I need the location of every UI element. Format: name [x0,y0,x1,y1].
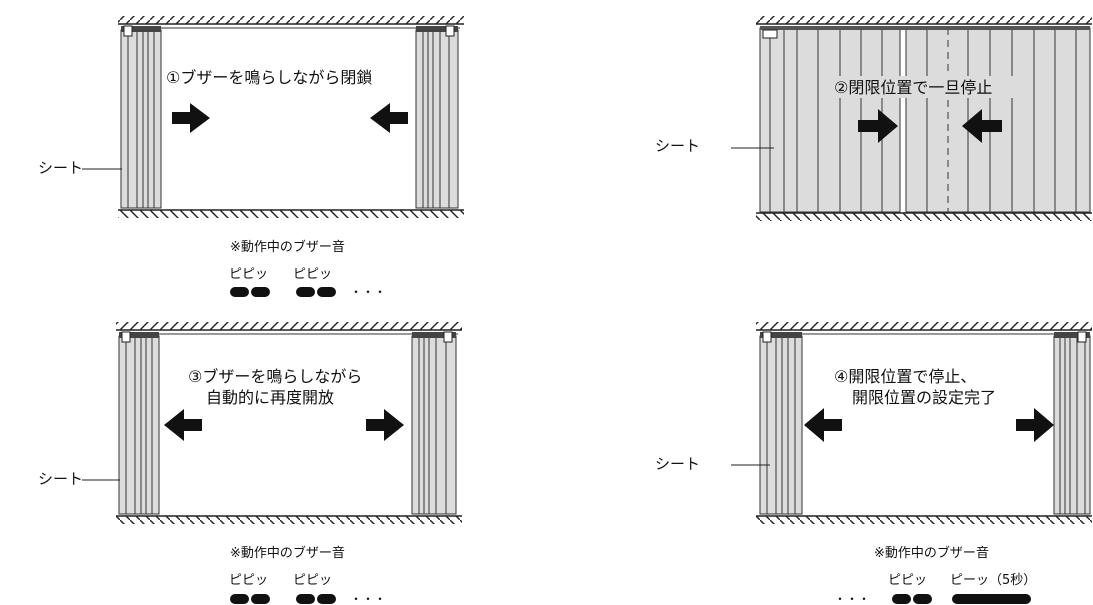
buzzer-pattern: ※動作中のブザー音 ピピッ ピーッ（5秒） ・・・ [834,545,1036,605]
arrow-left-icon [370,103,408,133]
beep-short [913,594,932,604]
arrow-left-icon [804,408,842,442]
right-sheet-stack [1053,331,1091,515]
beep-short [892,594,911,604]
left-sheet-stack [759,331,803,515]
step-text: 開限位置の設定完了 [852,388,996,407]
floor-hatch [116,516,462,524]
floor-hatch [756,213,1092,221]
buzzer-label: ピピッ [229,267,268,282]
text-backdrop [832,76,1028,98]
beep-short [317,594,336,604]
beep-short [296,287,315,297]
sheet-label: シート [38,159,83,177]
ceiling-hatch [116,322,462,330]
sheet-label: シート [655,455,700,473]
step-text: ④開限位置で停止、 [834,367,976,386]
buzzer-label: ピピッ [293,573,332,588]
buzzer-pattern: ※動作中のブザー音 ピピッ ピピッ ・・・ [229,239,386,299]
panel-step-2: ②閉限位置で一旦停止 シート [655,16,1092,221]
step-text: ①ブザーを鳴らしながら閉鎖 [166,68,372,87]
buzzer-label: ピピッ [888,573,927,588]
arrow-right-icon [366,409,404,441]
arrow-right-icon [1016,408,1054,442]
right-sheet-stack [411,331,457,515]
beep-short [317,287,336,297]
panel-step-1: ①ブザーを鳴らしながら閉鎖 シート ※動作中のブザー音 ピピッ ピピッ ・・・ [38,16,464,299]
arrow-left-icon [962,109,1002,143]
buzzer-title: ※動作中のブザー音 [230,545,345,561]
beep-short [230,594,249,604]
right-sheet-stack [415,25,459,209]
left-sheet-stack [118,331,160,515]
sheet-label: シート [655,137,700,155]
continuation-dots: ・・・ [350,592,386,605]
step-text: 自動的に再度開放 [206,388,334,407]
beep-short [230,287,249,297]
left-sheet-stack [120,25,162,209]
beep-short [251,287,270,297]
ceiling-hatch [756,16,1092,24]
ceiling-hatch [756,322,1092,330]
ceiling-hatch [118,16,464,24]
panel-step-3: ③ブザーを鳴らしながら 自動的に再度開放 シート ※動作中のブザー音 ピピッ ピ… [38,322,462,605]
sheet-label: シート [38,470,83,488]
arrow-right-icon [172,103,210,133]
buzzer-label: ピーッ（5秒） [950,573,1036,588]
beep-short [251,594,270,604]
buzzer-label: ピピッ [229,573,268,588]
arrow-right-icon [858,109,898,143]
panel-step-4: ④開限位置で停止、 開限位置の設定完了 シート ※動作中のブザー音 ピピッ ピー… [655,322,1092,605]
continuation-dots: ・・・ [350,285,386,299]
continuation-dots: ・・・ [834,592,870,605]
buzzer-title: ※動作中のブザー音 [874,545,989,561]
arrow-left-icon [164,409,202,441]
closed-sheet [759,26,1091,213]
buzzer-pattern: ※動作中のブザー音 ピピッ ピピッ ・・・ [229,545,386,605]
beep-short [296,594,315,604]
floor-hatch [756,516,1092,524]
beep-long [952,594,1031,604]
step-text: ③ブザーを鳴らしながら [188,367,362,386]
floor-hatch [118,210,464,218]
buzzer-title: ※動作中のブザー音 [230,239,345,255]
step-text: ②閉限位置で一旦停止 [834,78,992,97]
buzzer-label: ピピッ [293,267,332,282]
